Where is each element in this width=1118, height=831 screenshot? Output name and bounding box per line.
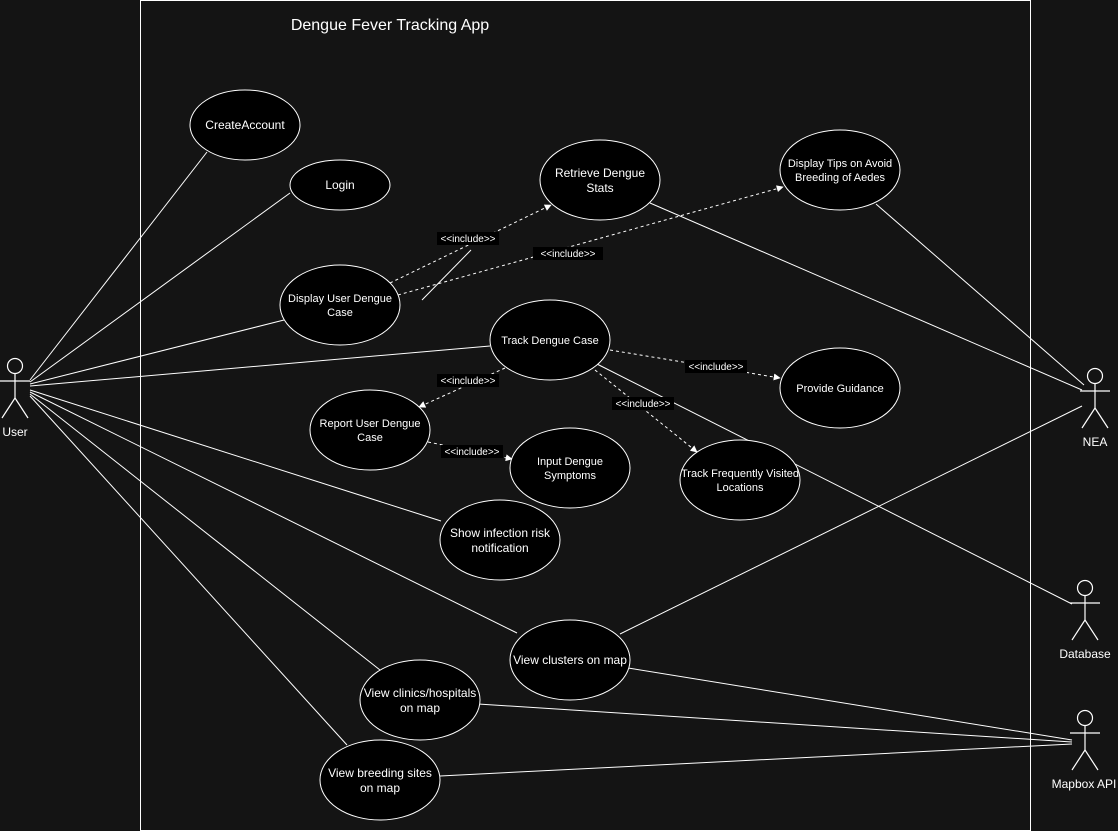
- assoc-stats-nea: [649, 202, 1083, 391]
- svg-text:Retrieve Dengue: Retrieve Dengue: [555, 166, 645, 180]
- svg-text:Provide Guidance: Provide Guidance: [796, 383, 883, 395]
- assoc-user-view-clinics: [29, 393, 381, 671]
- include-label: <<include>>: [440, 234, 495, 245]
- stick-figure-icon: [1070, 579, 1100, 641]
- svg-text:Display User Dengue: Display User Dengue: [288, 293, 392, 305]
- actor-user-label: User: [2, 425, 27, 439]
- use-case-display-case[interactable]: Display User Dengue Case: [279, 264, 401, 346]
- svg-text:View breeding sites: View breeding sites: [328, 766, 432, 780]
- include-label: <<include>>: [615, 399, 670, 410]
- use-case-view-breeding[interactable]: View breeding sites on map: [319, 739, 441, 821]
- assoc-clinics-mapbox: [477, 703, 1073, 743]
- system-title: Dengue Fever Tracking App: [291, 17, 489, 34]
- svg-text:on map: on map: [400, 701, 440, 715]
- include-track-locations: [594, 369, 698, 453]
- use-case-track-case[interactable]: Track Dengue Case: [489, 299, 611, 381]
- assoc-user-login: [29, 192, 291, 383]
- use-case-input-symptoms[interactable]: Input Dengue Symptoms: [509, 427, 631, 509]
- actor-user[interactable]: User: [0, 357, 30, 440]
- actor-mapbox-label: Mapbox API: [1052, 777, 1117, 791]
- use-case-track-locations[interactable]: Track Frequently Visited Locations: [679, 439, 801, 521]
- svg-text:Case: Case: [357, 432, 383, 444]
- svg-text:Symptoms: Symptoms: [544, 470, 596, 482]
- use-case-retrieve-stats[interactable]: Retrieve Dengue Stats: [539, 139, 661, 221]
- include-label: <<include>>: [440, 376, 495, 387]
- use-case-provide-guidance[interactable]: Provide Guidance: [779, 347, 901, 429]
- stick-figure-icon: [0, 357, 30, 419]
- svg-text:on map: on map: [360, 781, 400, 795]
- assoc-user-view-breeding: [29, 395, 348, 746]
- assoc-stray-line: [421, 249, 472, 301]
- include-display-tips: [397, 185, 784, 296]
- include-label: <<include>>: [444, 447, 499, 458]
- svg-text:Login: Login: [325, 178, 354, 192]
- assoc-user-track-case: [29, 345, 491, 387]
- actor-nea-label: NEA: [1083, 435, 1108, 449]
- use-case-view-clusters[interactable]: View clusters on map: [509, 619, 631, 701]
- svg-text:Case: Case: [327, 307, 353, 319]
- use-case-view-clinics[interactable]: View clinics/hospitals on map: [359, 659, 481, 741]
- svg-text:Report User Dengue: Report User Dengue: [320, 418, 421, 430]
- assoc-clusters-nea: [619, 405, 1083, 635]
- svg-text:View clinics/hospitals: View clinics/hospitals: [364, 686, 477, 700]
- assoc-user-display-case: [29, 319, 285, 385]
- stick-figure-icon: [1070, 709, 1100, 771]
- svg-text:Show infection risk: Show infection risk: [450, 526, 551, 540]
- actor-mapbox[interactable]: Mapbox API: [1052, 709, 1117, 792]
- use-case-infection-risk[interactable]: Show infection risk notification: [439, 499, 561, 581]
- associations: [29, 151, 1085, 777]
- use-case-login[interactable]: Login: [289, 159, 391, 211]
- assoc-user-createaccount: [29, 151, 208, 381]
- svg-text:Breeding of Aedes: Breeding of Aedes: [795, 172, 885, 184]
- assoc-user-view-clusters: [29, 391, 518, 634]
- use-case-report-case[interactable]: Report User Dengue Case: [309, 389, 431, 471]
- svg-text:Track Dengue Case: Track Dengue Case: [501, 335, 598, 347]
- assoc-clusters-mapbox: [627, 667, 1073, 741]
- use-case-create-account[interactable]: CreateAccount: [189, 89, 301, 161]
- stick-figure-icon: [1080, 367, 1110, 429]
- svg-text:Locations: Locations: [716, 482, 764, 494]
- svg-text:Stats: Stats: [586, 181, 613, 195]
- svg-text:View clusters on map: View clusters on map: [513, 653, 627, 667]
- include-label: <<include>>: [540, 249, 595, 260]
- actor-database-label: Database: [1059, 647, 1111, 661]
- assoc-tips-nea: [875, 203, 1085, 386]
- include-label: <<include>>: [688, 362, 743, 373]
- actor-database[interactable]: Database: [1059, 579, 1111, 662]
- svg-text:Display Tips on Avoid: Display Tips on Avoid: [788, 158, 892, 170]
- actor-nea[interactable]: NEA: [1080, 367, 1110, 450]
- assoc-user-infection-risk: [29, 389, 442, 522]
- include-labels: <<include>> <<include>> <<include>> <<in…: [437, 232, 747, 458]
- svg-text:Input Dengue: Input Dengue: [537, 456, 603, 468]
- svg-text:CreateAccount: CreateAccount: [205, 118, 285, 132]
- assoc-track-database: [594, 362, 1073, 605]
- svg-text:Track Frequently Visited: Track Frequently Visited: [681, 468, 799, 480]
- include-track-report: [418, 367, 506, 408]
- use-case-display-tips[interactable]: Display Tips on Avoid Breeding of Aedes: [779, 129, 901, 211]
- svg-text:notification: notification: [471, 541, 528, 555]
- assoc-breeding-mapbox: [439, 743, 1073, 777]
